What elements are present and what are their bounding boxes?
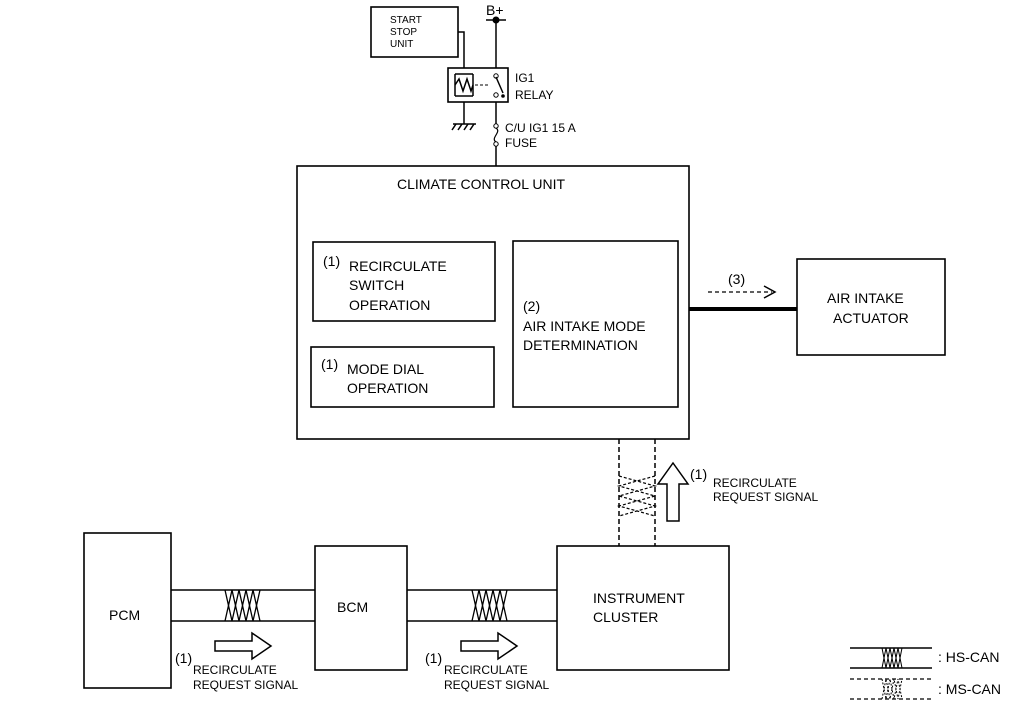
ig1-relay-label-1: IG1: [515, 71, 535, 85]
climate-control-unit: CLIMATE CONTROL UNIT (1) RECIRCULATE SWI…: [296, 165, 690, 440]
air-intake-actuator-box: [796, 258, 946, 356]
legend: : HS-CAN : MS-CAN: [850, 647, 1001, 700]
air-intake-determination-line-1: AIR INTAKE MODE: [523, 318, 646, 334]
start-stop-unit-line-1: START: [390, 15, 422, 26]
pcm-bcm-signal-number: (1): [175, 650, 192, 666]
pcm-bcm-signal-label-2: REQUEST SIGNAL: [193, 678, 298, 692]
up-arrow-icon: [656, 461, 690, 522]
mode-dial-line-1: MODE DIAL: [347, 361, 424, 377]
instrument-cluster-line-2: CLUSTER: [593, 609, 658, 625]
air-intake-actuator-link: (3) AIR INTAKE ACTUATOR: [689, 258, 946, 356]
hs-can-link-bcm-cluster: [407, 589, 557, 622]
climate-control-unit-title: CLIMATE CONTROL UNIT: [397, 176, 565, 192]
hs-can-link-pcm-bcm: [171, 589, 315, 622]
pcm-bcm-signal-label-1: RECIRCULATE: [193, 663, 277, 677]
recirculate-switch-number: (1): [323, 253, 340, 269]
ccu-signal-number: (1): [690, 466, 707, 482]
air-intake-actuator-line-1: AIR INTAKE: [827, 290, 904, 306]
fuse-label-1: C/U IG1 15 A: [505, 121, 576, 135]
mode-dial-box: [310, 346, 495, 408]
ccu-signal-label-1: RECIRCULATE: [713, 476, 797, 490]
fuse-label-2: FUSE: [505, 136, 537, 150]
pcm-box: [83, 532, 172, 689]
legend-ms-can-symbol: [850, 678, 932, 700]
air-intake-determination-line-2: DETERMINATION: [523, 337, 638, 353]
power-supply: B+ START STOP UNIT IG1 RELAY: [370, 2, 576, 166]
bcm-cluster-signal-number: (1): [425, 650, 442, 666]
instrument-cluster-line-1: INSTRUMENT: [593, 590, 685, 606]
start-stop-unit-line-3: UNIT: [390, 39, 413, 50]
instrument-cluster-box: [556, 545, 730, 671]
recirculate-switch-line-3: OPERATION: [349, 297, 430, 313]
bcm-cluster-signal-label-2: REQUEST SIGNAL: [444, 678, 549, 692]
air-intake-determination-number: (2): [523, 298, 540, 314]
legend-hs-can-symbol: [850, 647, 932, 669]
pcm-label: PCM: [109, 607, 140, 623]
bcm-box: [314, 545, 408, 671]
bcm-label: BCM: [337, 599, 368, 615]
air-intake-actuator-line-2: ACTUATOR: [833, 310, 909, 326]
ccu-signal-label-2: REQUEST SIGNAL: [713, 490, 818, 504]
bcm-cluster-signal-label-1: RECIRCULATE: [444, 663, 528, 677]
air-intake-determination-box: [512, 240, 679, 408]
recirculate-switch-line-2: SWITCH: [349, 277, 404, 293]
ms-can-link: [616, 439, 658, 546]
mode-dial-line-2: OPERATION: [347, 380, 428, 396]
recirculate-switch-box: [312, 241, 496, 322]
actuator-signal-number: (3): [728, 271, 745, 287]
b-plus-label: B+: [486, 2, 504, 18]
legend-hs-can-label: : HS-CAN: [938, 649, 999, 665]
mode-dial-number: (1): [321, 356, 338, 372]
ig1-relay-label-2: RELAY: [515, 88, 553, 102]
legend-ms-can-label: : MS-CAN: [938, 681, 1001, 697]
right-arrow-icon: [214, 631, 273, 661]
start-stop-unit-line-2: STOP: [390, 27, 417, 38]
recirculate-switch-line-1: RECIRCULATE: [349, 258, 447, 274]
start-stop-unit-box: [370, 6, 459, 58]
right-arrow-icon: [460, 631, 519, 661]
